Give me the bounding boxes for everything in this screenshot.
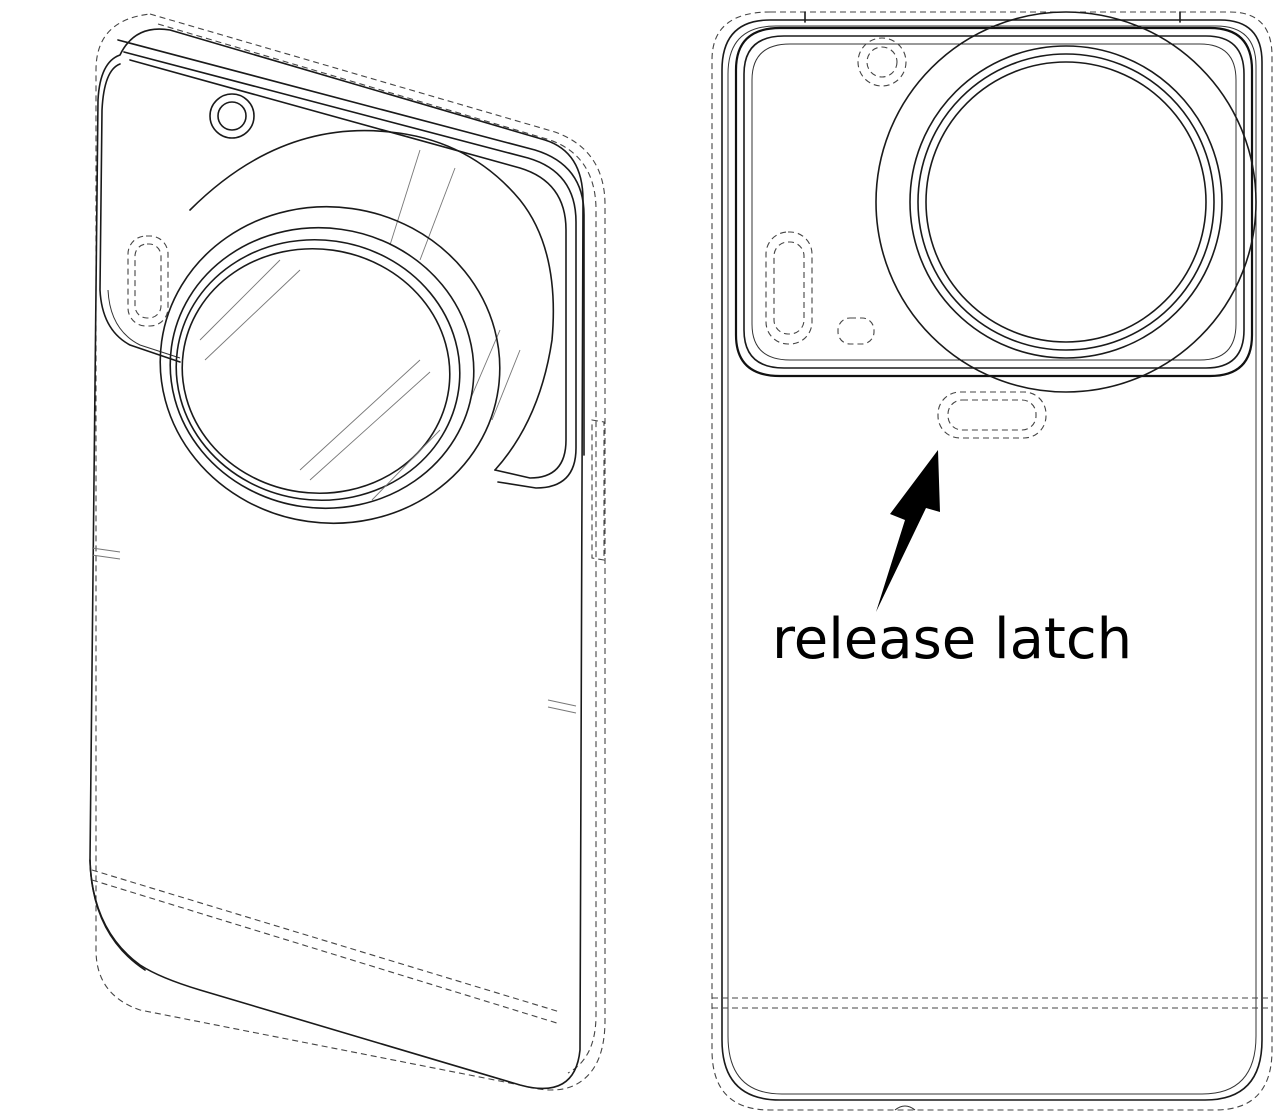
rear-lens-glass: [917, 53, 1215, 351]
perspective-flash: [209, 93, 255, 139]
rear-camera-plateau: [734, 26, 1254, 378]
perspective-case-outline: [95, 13, 606, 1091]
rear-mic: [837, 317, 875, 345]
rear-sensor-pill: [765, 231, 813, 345]
perspective-lens-barrel: [189, 129, 555, 471]
release-latch-arrow: [876, 450, 940, 612]
release-latch-label: release latch: [772, 607, 1133, 672]
perspective-view: [89, 13, 606, 1091]
rear-phone-body: [721, 19, 1263, 1101]
rear-case-outline: [711, 11, 1273, 1111]
perspective-lens-glass: [175, 238, 461, 502]
perspective-camera-plateau: [99, 63, 181, 363]
rear-view: [711, 11, 1273, 1111]
release-latch: [937, 391, 1047, 439]
rear-flash: [857, 37, 907, 87]
perspective-lens-outer-ring: [159, 205, 501, 525]
rear-lens-outer-ring: [875, 11, 1257, 393]
